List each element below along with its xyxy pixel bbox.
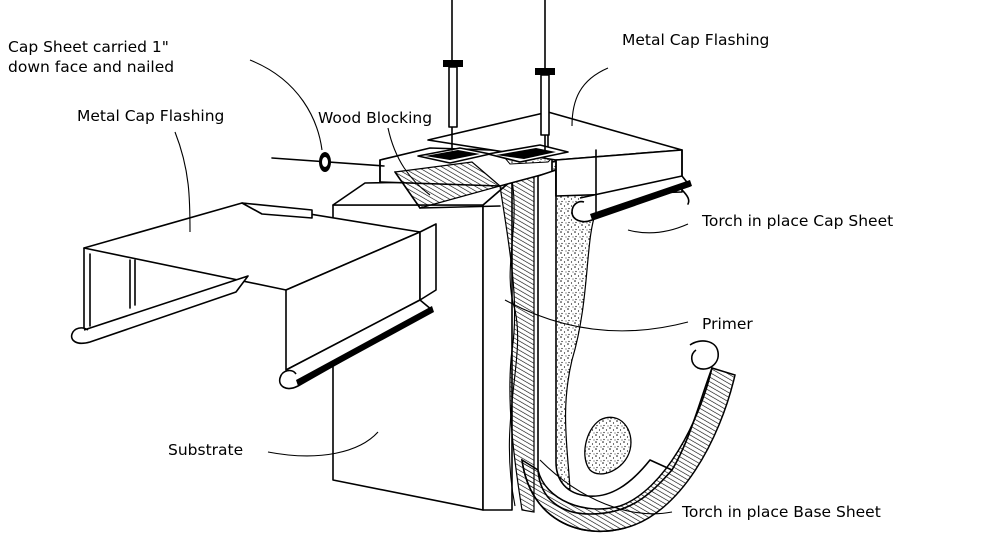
primer-label: Primer — [702, 315, 753, 333]
cap-sheet-label-line1: Cap Sheet carried 1" — [8, 38, 169, 56]
torch-cap-sheet-label: Torch in place Cap Sheet — [701, 212, 893, 230]
leader-lines — [174, 59, 689, 515]
wood-blocking-label: Wood Blocking — [318, 109, 432, 127]
cap-sheet-label-line2: down face and nailed — [8, 58, 174, 76]
torch-base-sheet-label: Torch in place Base Sheet — [681, 503, 881, 521]
metal-cap-flashing-left-label: Metal Cap Flashing — [77, 107, 224, 125]
right-metal-cap-flashing — [427, 111, 692, 223]
primer-layer — [499, 171, 535, 513]
base-sheet — [521, 169, 736, 533]
left-metal-cap-flashing — [70, 202, 437, 390]
nails — [271, 0, 555, 172]
metal-cap-flashing-right-label: Metal Cap Flashing — [622, 31, 769, 49]
substrate-label: Substrate — [168, 441, 243, 459]
fastener-plates — [417, 144, 569, 164]
